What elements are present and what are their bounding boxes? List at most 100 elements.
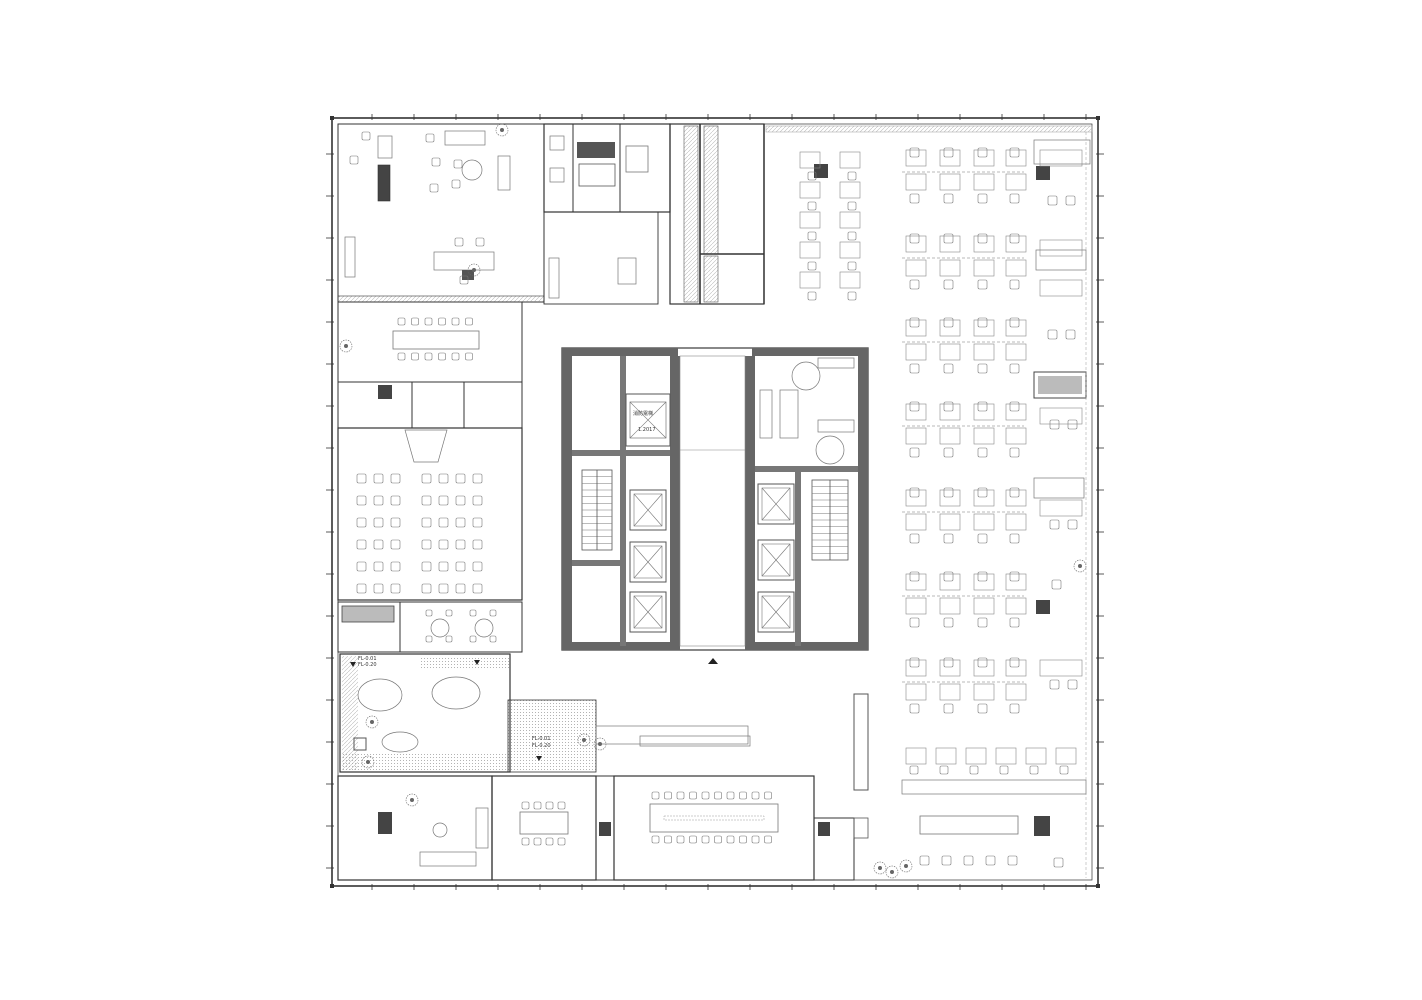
- chair: [411, 317, 419, 326]
- chair: [701, 835, 710, 844]
- plant: [365, 715, 379, 729]
- chair: [438, 495, 449, 506]
- chair: [943, 233, 954, 244]
- desk: [799, 271, 821, 289]
- chair: [472, 539, 483, 550]
- plant-center: [1078, 564, 1082, 568]
- right-edge-rooms: [853, 132, 1091, 878]
- chair: [1051, 579, 1062, 590]
- chair: [455, 583, 466, 594]
- chair: [465, 317, 473, 326]
- elevator-inner: [633, 545, 663, 579]
- chair: [1047, 329, 1058, 340]
- chair: [373, 561, 384, 572]
- side-desk: [1039, 659, 1083, 677]
- plant-center: [472, 268, 476, 272]
- desk: [905, 319, 927, 337]
- chair: [941, 855, 952, 866]
- chair: [909, 233, 920, 244]
- desk: [905, 343, 927, 361]
- desk: [1005, 149, 1027, 167]
- plant-center: [410, 798, 414, 802]
- chair: [451, 317, 460, 326]
- chair: [453, 159, 463, 169]
- chair: [390, 495, 401, 506]
- chair: [909, 147, 920, 158]
- elevator-car: [757, 539, 795, 581]
- pantry-rooms: [337, 601, 523, 653]
- chair: [465, 352, 473, 361]
- chair: [373, 539, 384, 550]
- chair: [1067, 679, 1078, 690]
- chair: [943, 193, 954, 204]
- elevator-cross: [633, 595, 663, 629]
- plant-center: [366, 760, 370, 764]
- chair: [977, 617, 988, 628]
- chair: [909, 571, 920, 582]
- desk: [1005, 403, 1027, 421]
- desk: [905, 235, 927, 253]
- chair: [701, 791, 710, 800]
- plant: [467, 263, 481, 277]
- chair: [751, 791, 760, 800]
- chair: [421, 517, 432, 528]
- desk: [1005, 683, 1027, 701]
- chair: [1009, 193, 1020, 204]
- desk: [939, 427, 961, 445]
- chair: [472, 495, 483, 506]
- chair: [909, 487, 920, 498]
- chair: [445, 609, 453, 617]
- chair: [438, 352, 446, 361]
- chair: [726, 835, 735, 844]
- chair: [977, 401, 988, 412]
- desk: [905, 573, 927, 591]
- structural-column: [814, 164, 828, 178]
- chair: [909, 317, 920, 328]
- garden-area: FL-0.01 FL-0.20 FL-0.01 FL-0.20: [339, 653, 751, 773]
- chair: [664, 835, 672, 844]
- desk: [973, 149, 995, 167]
- desk: [905, 747, 927, 765]
- desk: [905, 683, 927, 701]
- chair: [390, 517, 401, 528]
- chair: [909, 765, 919, 775]
- chair: [438, 517, 449, 528]
- chair: [451, 352, 460, 361]
- chair: [847, 171, 857, 181]
- elevator-car: [629, 541, 667, 583]
- chair: [373, 495, 384, 506]
- chair: [909, 657, 920, 668]
- chair: [919, 855, 930, 866]
- elevator-cross: [633, 545, 663, 579]
- desk: [973, 683, 995, 701]
- plant: [873, 861, 887, 875]
- desk: [1055, 747, 1077, 765]
- plant-center: [500, 128, 504, 132]
- chair: [807, 261, 817, 271]
- chair: [943, 317, 954, 328]
- chair: [472, 517, 483, 528]
- desk: [799, 151, 821, 169]
- chair: [459, 275, 469, 285]
- chair: [429, 183, 439, 193]
- plant: [339, 339, 353, 353]
- desk: [905, 403, 927, 421]
- chair: [472, 583, 483, 594]
- side-desk: [1039, 407, 1083, 425]
- chair: [438, 583, 449, 594]
- chair: [1065, 329, 1076, 340]
- storage-strip: [669, 123, 765, 305]
- chair: [807, 291, 817, 301]
- desk: [973, 343, 995, 361]
- desk: [905, 149, 927, 167]
- chair: [424, 352, 433, 361]
- plant-center: [582, 738, 586, 742]
- chair: [1009, 571, 1020, 582]
- elevator-cross: [633, 493, 663, 527]
- chair: [963, 855, 974, 866]
- desk: [1005, 659, 1027, 677]
- chair: [411, 352, 419, 361]
- chair: [1029, 765, 1039, 775]
- desk: [935, 747, 957, 765]
- chair: [807, 231, 817, 241]
